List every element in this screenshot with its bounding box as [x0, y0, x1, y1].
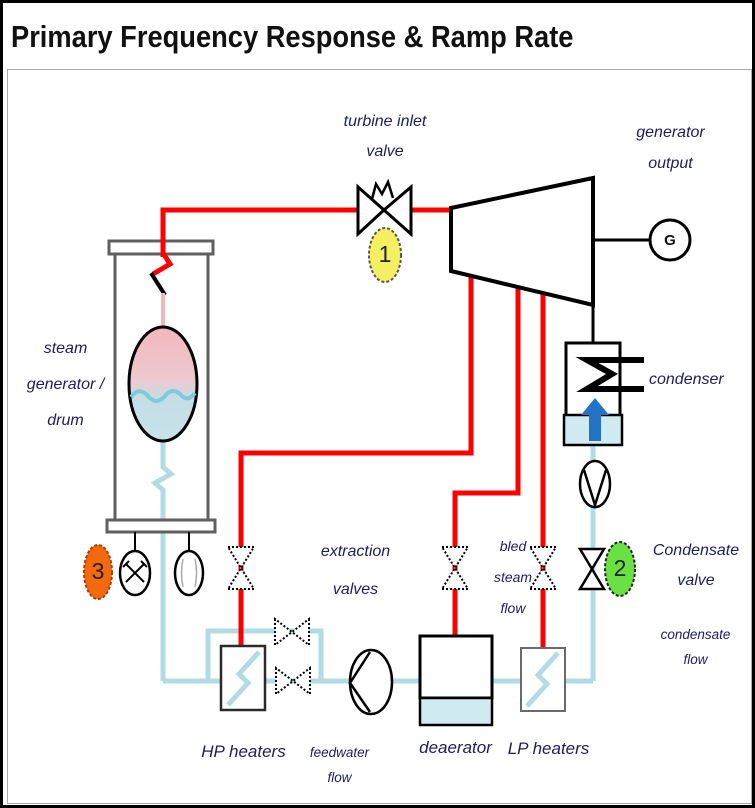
coal-mill-icon — [118, 549, 152, 597]
marker-2-number: 2 — [613, 555, 627, 581]
marker-3-circle — [83, 544, 113, 600]
marker-1-number: 1 — [378, 241, 392, 267]
drum-water-level — [129, 389, 197, 403]
drum-steam-kink — [151, 251, 174, 277]
marker-1-circle — [368, 227, 402, 283]
hp-bypass-line — [205, 628, 324, 681]
turbine-inlet-valve-label: turbine inlet valve — [343, 113, 427, 160]
steam-drum — [127, 325, 199, 443]
steam-break-mark — [149, 271, 167, 297]
generator-output-label: generator output — [636, 124, 705, 172]
deaerator-box — [418, 634, 494, 700]
marker-2-circle — [604, 541, 636, 597]
generator-circle — [648, 218, 692, 262]
lp-heaters-label: LP heaters — [507, 739, 590, 758]
condenser-label: condenser — [649, 371, 724, 388]
page-title: Primary Frequency Response & Ramp Rate — [11, 19, 574, 54]
condensate-valve-symbol — [577, 547, 607, 591]
process-diagram — [83, 175, 692, 727]
generator-letter: G — [664, 232, 676, 249]
lp-heater-coil — [525, 651, 560, 708]
hp-bypass-valve-symbol — [274, 616, 310, 648]
feedwater-valve-symbol — [275, 665, 311, 697]
deaerator-water — [418, 696, 494, 727]
turbine-inlet-valve-symbol — [356, 178, 413, 238]
deaerator-label: deaerator — [419, 738, 492, 757]
hp-heater-coil — [226, 650, 261, 707]
main-steam-line — [160, 207, 451, 257]
fan-icon — [173, 549, 205, 597]
extraction-valve-deaerator-symbol — [440, 546, 470, 590]
condensate-flow-label: condensate flow — [660, 627, 731, 667]
extraction-valve-hp-symbol — [226, 546, 256, 590]
vessel-base — [105, 518, 217, 534]
extraction-valve-lp-symbol — [528, 546, 558, 590]
condensate-pump-icon — [578, 459, 612, 510]
feedwater-flow-label: feedwater flow — [309, 745, 370, 785]
hp-heaters-label: HP heaters — [201, 742, 286, 761]
bled-steam-flow-label: bled steam flow — [493, 538, 533, 616]
mill-fan-stems — [134, 532, 190, 552]
cooling-arrow-icon — [581, 398, 609, 441]
condenser-coil — [575, 357, 644, 392]
marker-3-number: 3 — [91, 558, 105, 584]
feedwater-pump-icon — [348, 648, 394, 716]
extraction-valves-label: extraction valves — [320, 543, 391, 598]
steam-generator-label: steam generator / drum — [26, 340, 105, 429]
condensate-valve-label: Condensate valve — [652, 542, 740, 589]
